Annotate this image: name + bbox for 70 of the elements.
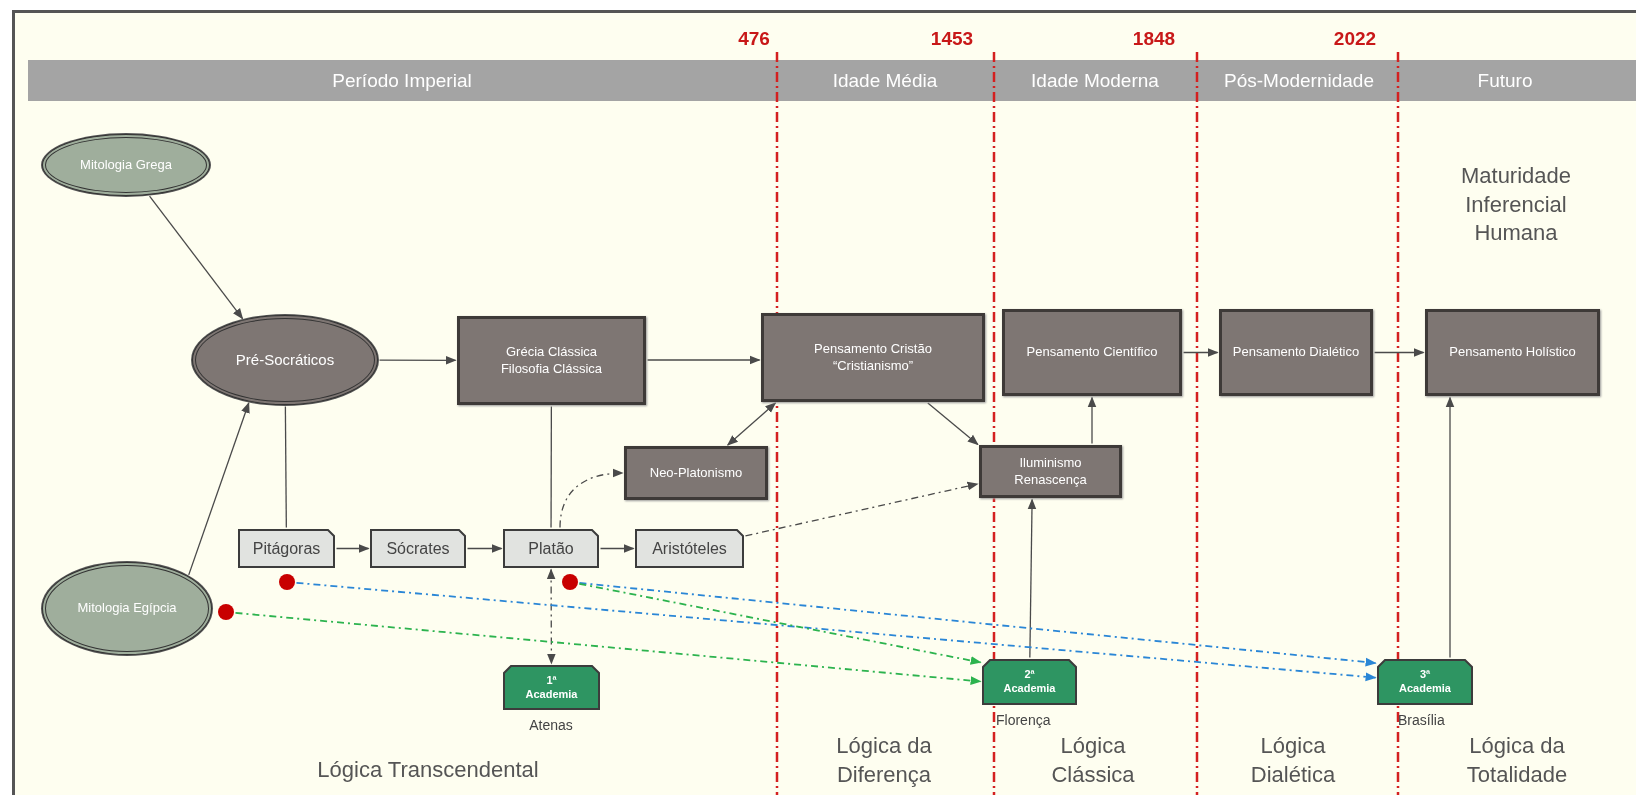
logic-label: Lógica Dialética bbox=[1249, 732, 1337, 789]
arrow bbox=[1373, 348, 1425, 357]
node-label: Platão bbox=[528, 538, 574, 559]
document-box bbox=[370, 529, 466, 568]
document-box bbox=[635, 529, 744, 568]
node-label: Mitologia Grega bbox=[80, 156, 172, 174]
arrow bbox=[726, 402, 777, 446]
year-label: 1453 bbox=[929, 28, 975, 50]
dashed-arrow bbox=[578, 582, 982, 665]
heading-label: Maturidade Inferencial Humana bbox=[1459, 162, 1573, 248]
node-label: Mitologia Egípcia bbox=[77, 600, 177, 617]
process-box bbox=[1219, 309, 1373, 396]
logic-label: Lógica da Diferença bbox=[835, 732, 933, 789]
arrow bbox=[1027, 498, 1037, 659]
logic-label: Lógica Clássica bbox=[1050, 732, 1136, 789]
arrow bbox=[646, 355, 761, 365]
place-label: Brasília bbox=[1398, 712, 1445, 728]
arrow bbox=[927, 402, 979, 446]
dashed-arrow bbox=[578, 582, 1377, 667]
node-label: Grécia Clássica bbox=[506, 344, 597, 361]
connector-line bbox=[284, 405, 287, 529]
document-box bbox=[238, 529, 335, 568]
logic-label: Lógica Transcendental bbox=[316, 757, 540, 783]
node-label: Pré-Socráticos bbox=[235, 350, 335, 370]
period-label: Período Imperial bbox=[331, 70, 473, 92]
node-label: 2ª Academia bbox=[1002, 668, 1057, 696]
arrow bbox=[1182, 348, 1219, 357]
place-label: Atenas bbox=[528, 717, 574, 733]
node-label: Aristóteles bbox=[652, 538, 727, 559]
node-label: Pensamento Científico bbox=[1026, 344, 1158, 361]
dashed-arrow bbox=[559, 469, 624, 529]
node-label: Pensamento Cristão bbox=[814, 341, 932, 358]
process-box bbox=[624, 446, 768, 500]
node-label: 3ª Academia bbox=[1398, 668, 1452, 696]
year-label: 476 bbox=[737, 28, 771, 50]
connector-line bbox=[550, 405, 553, 529]
process-box bbox=[979, 445, 1122, 498]
arrow bbox=[378, 355, 457, 365]
node-label: Filosofia Clássica bbox=[500, 360, 603, 377]
node-label: Pitágoras bbox=[252, 538, 321, 559]
logic-label: Lógica da Totalidade bbox=[1465, 732, 1569, 789]
academy-box bbox=[1377, 659, 1473, 705]
node-label: Sócrates bbox=[386, 538, 450, 559]
process-box bbox=[1425, 309, 1600, 396]
dashed-arrow bbox=[744, 481, 979, 537]
dashed-arrow bbox=[546, 568, 556, 665]
node-label: Renascença bbox=[1014, 471, 1087, 488]
dashed-arrow bbox=[234, 611, 982, 685]
process-box bbox=[457, 316, 646, 405]
node-label: Iluminismo bbox=[1019, 455, 1082, 472]
year-label: 2022 bbox=[1332, 28, 1378, 50]
place-label: Florença bbox=[996, 712, 1051, 728]
node-label: Pensamento Holístico bbox=[1449, 344, 1576, 361]
period-label: Idade Média bbox=[831, 70, 939, 92]
process-box bbox=[1002, 309, 1182, 396]
arrow bbox=[1445, 396, 1455, 659]
dashed-arrow bbox=[295, 581, 1377, 682]
arrow bbox=[335, 544, 370, 553]
year-label: 1848 bbox=[1131, 28, 1177, 50]
process-box bbox=[761, 313, 985, 402]
node-label: Neo-Platonismo bbox=[649, 464, 743, 482]
document-box bbox=[503, 529, 599, 568]
node-label: 1ª Academia bbox=[524, 673, 579, 702]
node-label: Pensamento Dialético bbox=[1232, 344, 1360, 361]
arrow bbox=[1087, 396, 1097, 445]
academy-box bbox=[982, 659, 1077, 705]
node-label: “Cristianismo” bbox=[832, 357, 914, 374]
arrow bbox=[466, 544, 503, 553]
arrow bbox=[599, 544, 635, 553]
academy-box bbox=[503, 665, 600, 710]
